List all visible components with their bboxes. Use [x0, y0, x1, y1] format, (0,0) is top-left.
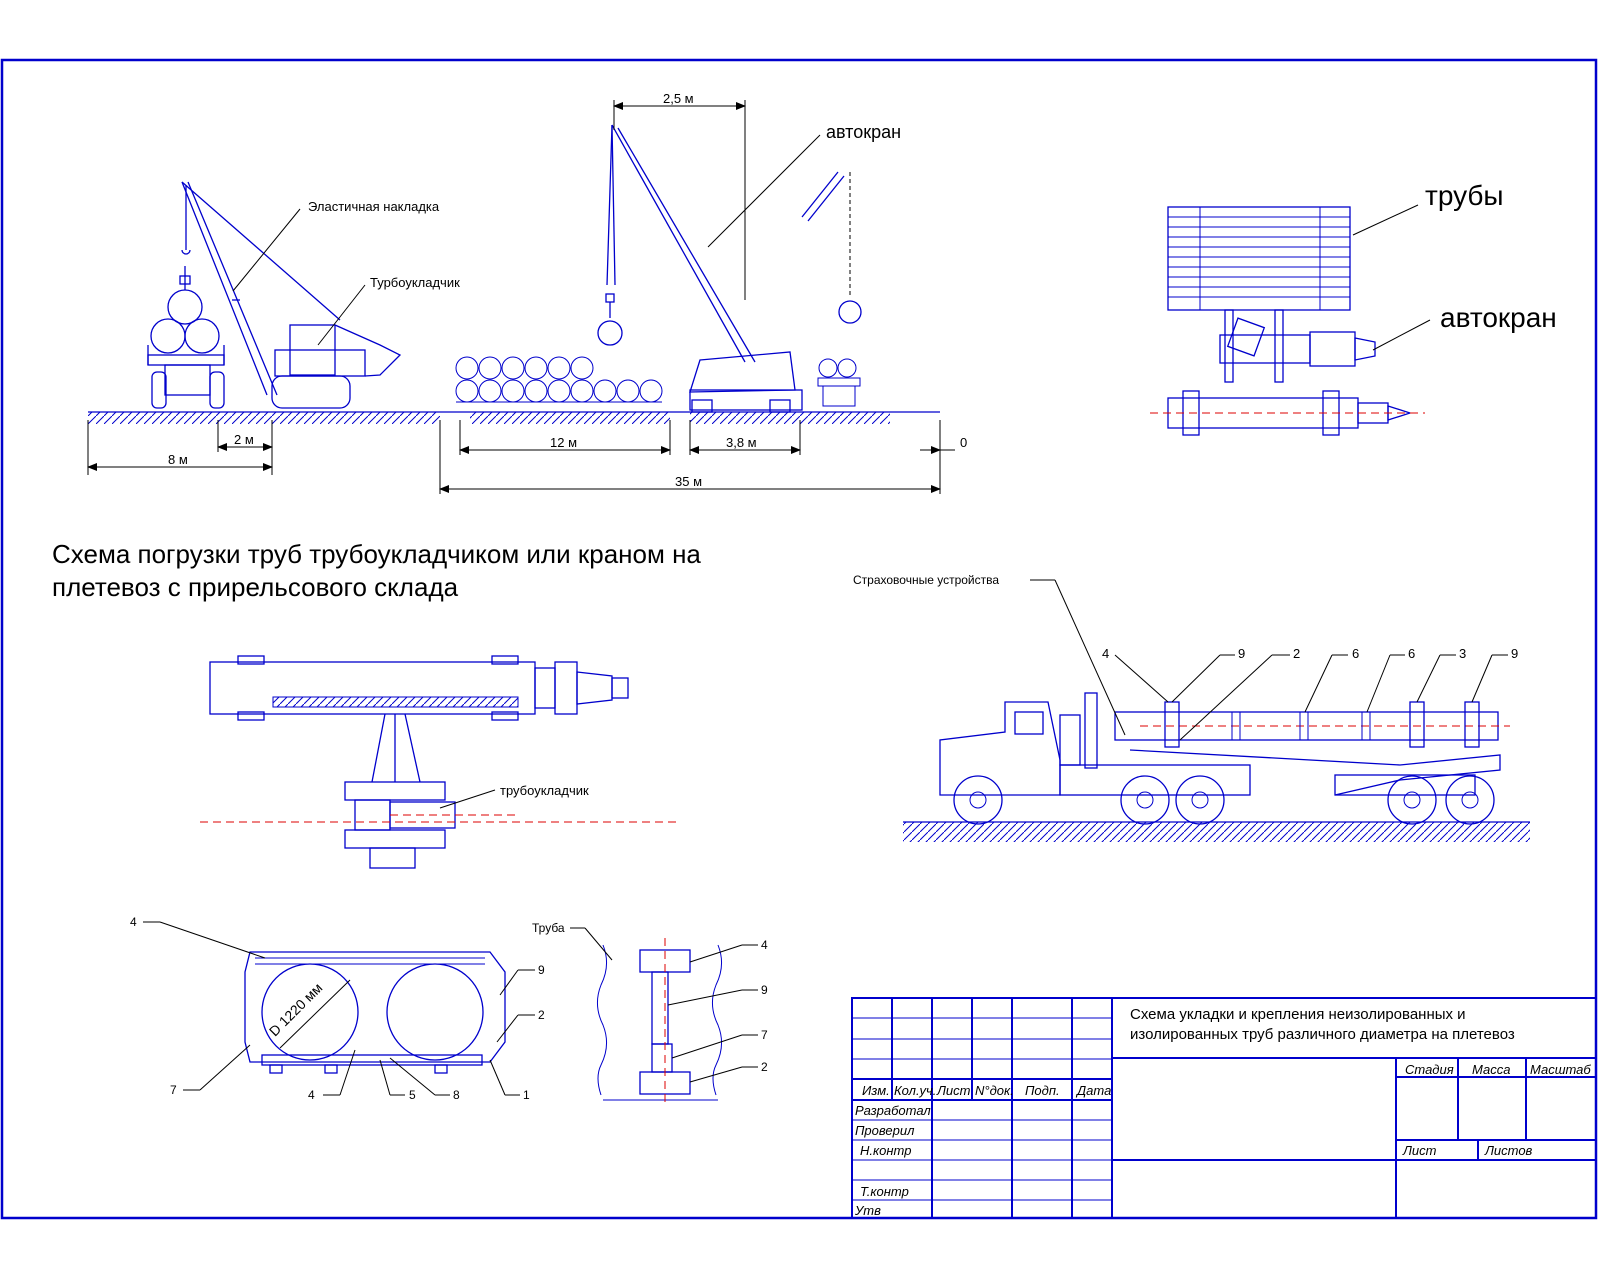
drawing-title-line-2: изолированных труб различного диаметра н…	[1130, 1026, 1515, 1043]
label-truck-crane-plan: автокран	[1440, 302, 1557, 333]
label-elastic-pad: Эластичная накладка	[308, 199, 440, 214]
truck-callout-6a: 6	[1352, 646, 1359, 661]
tb-row-ncontrol: Н.контр	[860, 1143, 911, 1158]
pipe-cross-section: D 1220 мм 4 9 2 7 4 5 8 1	[130, 915, 545, 1102]
sec-callout-4-top: 4	[130, 915, 137, 929]
tb-col-podp: Подп.	[1025, 1083, 1060, 1098]
pipe-stack	[455, 356, 663, 403]
sec-callout-8: 8	[453, 1088, 460, 1102]
drawing-title-line-1: Схема укладки и крепления неизолированны…	[1130, 1006, 1466, 1023]
dim-35m: 35 м	[675, 474, 702, 489]
label-truck-crane: автокран	[826, 122, 901, 142]
det-callout-9: 9	[761, 983, 768, 997]
truck-callout-9a: 9	[1238, 646, 1245, 661]
dim-2-5m: 2,5 м	[663, 91, 694, 106]
pipe-trailer	[147, 266, 225, 409]
sec-callout-4-bottom: 4	[308, 1088, 315, 1102]
tb-scale: Масштаб	[1530, 1062, 1591, 1077]
title-line-2: плетевоз с прирельсового склада	[52, 572, 459, 602]
truck-crane-scene: автокран 2,5 м 12 м 3,8 м 0 35 м	[439, 91, 967, 494]
tb-stage: Стадия	[1405, 1062, 1454, 1077]
tb-row-checked: Проверил	[855, 1123, 915, 1138]
label-safety-devices: Страховочные устройства	[853, 573, 999, 587]
main-title: Схема погрузки труб трубоукладчиком или …	[52, 539, 701, 602]
sec-callout-5: 5	[409, 1088, 416, 1102]
truck-crane-machine	[597, 124, 862, 413]
dim-0: 0	[960, 435, 967, 450]
title-block: Схема укладки и крепления неизолированны…	[851, 997, 1597, 1219]
truck-callout-2: 2	[1293, 646, 1300, 661]
det-callout-2: 2	[761, 1060, 768, 1074]
label-pipelayer-plan: трубоукладчик	[500, 783, 589, 798]
sheet-frame	[0, 58, 1598, 1220]
tb-sheets: Листов	[1484, 1143, 1533, 1158]
tb-mass: Масса	[1472, 1062, 1510, 1077]
sec-callout-7: 7	[170, 1083, 177, 1097]
truck-callout-4: 4	[1102, 646, 1109, 661]
tb-col-kolych: Кол.уч.	[894, 1083, 936, 1098]
pipelayer-loading-scene: Эластичная накладка Турбоукладчик 2 м 8 …	[87, 181, 460, 475]
dim-2m: 2 м	[234, 432, 254, 447]
truck-callout-3: 3	[1459, 646, 1466, 661]
title-line-1: Схема погрузки труб трубоукладчиком или …	[52, 539, 701, 569]
label-pipe: Труба	[532, 921, 565, 935]
clamp-detail: Труба 4 9 7 2	[532, 921, 768, 1104]
tb-sheet: Лист	[1402, 1143, 1437, 1158]
label-diameter: D 1220 мм	[266, 980, 326, 1040]
label-pipes: трубы	[1425, 180, 1504, 211]
tb-col-ndok: N°док.	[975, 1083, 1014, 1098]
sec-callout-2: 2	[538, 1008, 545, 1022]
label-pipelayer: Турбоукладчик	[370, 275, 460, 290]
tb-row-tcontrol: Т.контр	[860, 1184, 909, 1199]
tb-col-izm: Изм.	[862, 1083, 890, 1098]
tb-col-data: Дата	[1075, 1083, 1111, 1098]
plan-pipes-crane: трубы автокран	[1150, 180, 1557, 436]
pipelayer-plan: трубоукладчик	[200, 655, 680, 869]
tb-row-developed: Разработал	[855, 1103, 931, 1118]
pipelayer-machine	[181, 181, 402, 409]
pipe-carrier-truck: Страховочные устройства 4 9 2 6 6 3 9	[853, 573, 1530, 842]
tb-row-approved: Утв	[854, 1203, 881, 1218]
dim-8m: 8 м	[168, 452, 188, 467]
truck-callout-9b: 9	[1511, 646, 1518, 661]
det-callout-4: 4	[761, 938, 768, 952]
sec-callout-1: 1	[523, 1088, 530, 1102]
truck-callout-6b: 6	[1408, 646, 1415, 661]
dim-3-8m: 3,8 м	[726, 435, 757, 450]
dim-12m: 12 м	[550, 435, 577, 450]
tb-col-list: Лист	[936, 1083, 971, 1098]
det-callout-7: 7	[761, 1028, 768, 1042]
sec-callout-9: 9	[538, 963, 545, 977]
